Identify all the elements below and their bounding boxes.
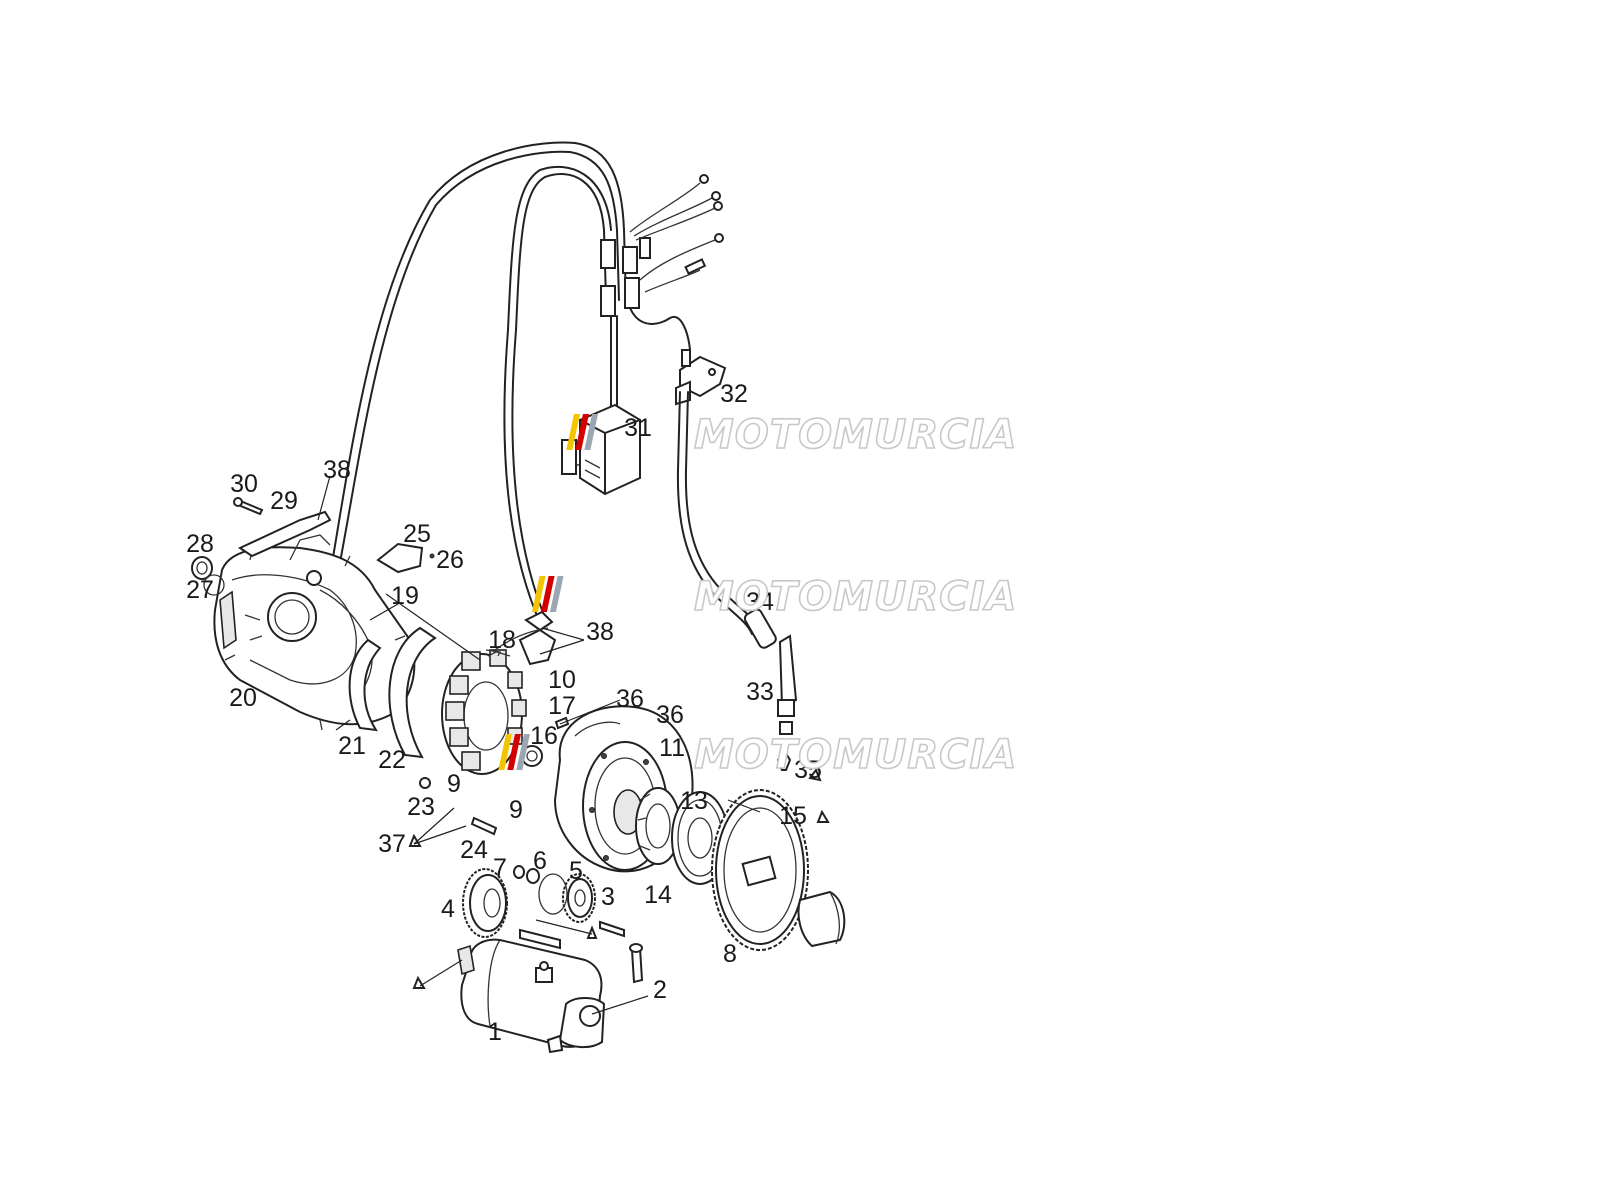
wiring-harness bbox=[329, 141, 724, 626]
part-callout-c32: 32 bbox=[720, 380, 748, 408]
part-callout-c1: 1 bbox=[488, 1018, 502, 1046]
part-callout-c30: 30 bbox=[230, 470, 258, 498]
gasket bbox=[348, 626, 437, 759]
part-callout-c17: 17 bbox=[548, 692, 576, 720]
part-callout-c13: 13 bbox=[680, 787, 708, 815]
watermark-stripe bbox=[540, 576, 555, 612]
watermark-stripe bbox=[566, 414, 581, 450]
part-callout-c9a: 9 bbox=[447, 770, 461, 798]
part-callout-c19: 19 bbox=[391, 582, 419, 610]
part-callout-c37: 37 bbox=[378, 830, 406, 858]
part-callout-c20: 20 bbox=[229, 684, 257, 712]
crankshaft-end bbox=[797, 890, 846, 948]
part-callout-c4: 4 bbox=[441, 895, 455, 923]
watermark-logo: MOTOMURCIA bbox=[566, 411, 1017, 459]
watermark-logo: MOTOMURCIA bbox=[531, 573, 1017, 621]
part-callout-c31: 31 bbox=[624, 414, 652, 442]
watermark-text: MOTOMURCIA bbox=[694, 574, 1017, 620]
watermark-stripe bbox=[516, 734, 530, 770]
part-callout-c5: 5 bbox=[569, 857, 583, 885]
part-callout-c6: 6 bbox=[533, 847, 547, 875]
starter-motor bbox=[412, 938, 644, 1054]
cover-plate bbox=[376, 542, 435, 574]
part-callout-c16: 16 bbox=[530, 722, 558, 750]
reduction-gears bbox=[462, 865, 625, 950]
part-callout-c7: 7 bbox=[493, 854, 507, 882]
connector-block bbox=[600, 285, 616, 317]
mounting-bracket bbox=[233, 497, 332, 558]
oil-seal bbox=[191, 556, 225, 596]
part-callout-c10: 10 bbox=[548, 666, 576, 694]
part-callout-c21: 21 bbox=[338, 732, 366, 760]
spark-plug-cap bbox=[743, 608, 777, 649]
ignition-coil-assembly bbox=[675, 349, 822, 782]
part-callout-c3: 3 bbox=[601, 883, 615, 911]
part-callout-c27: 27 bbox=[186, 576, 214, 604]
watermark-stripe bbox=[531, 576, 546, 612]
watermark-text: MOTOMURCIA bbox=[694, 732, 1017, 778]
connector-block bbox=[624, 277, 640, 309]
watermark-stripe bbox=[507, 734, 521, 770]
watermark-stripe bbox=[584, 414, 599, 450]
watermark: MOTOMURCIA MOTOMURCIA MOTOMURCIA bbox=[498, 411, 1017, 779]
watermark-stripe bbox=[549, 576, 564, 612]
watermark-logo: MOTOMURCIA bbox=[498, 731, 1017, 779]
part-callout-c38b: 38 bbox=[586, 618, 614, 646]
part-callout-c34: 34 bbox=[746, 588, 774, 616]
watermark-text: MOTOMURCIA bbox=[694, 412, 1017, 458]
part-callout-c25: 25 bbox=[403, 520, 431, 548]
part-callout-c26: 26 bbox=[436, 546, 464, 574]
fasteners bbox=[408, 777, 498, 847]
part-callout-c8: 8 bbox=[723, 940, 737, 968]
part-callout-c2: 2 bbox=[653, 976, 667, 1004]
watermark-stripe bbox=[498, 734, 512, 770]
starter-ring-gear bbox=[711, 789, 830, 951]
watermark-stripe bbox=[575, 414, 590, 450]
part-callout-c18: 18 bbox=[488, 626, 516, 654]
part-callout-c33: 33 bbox=[746, 678, 774, 706]
part-callout-c38a: 38 bbox=[323, 456, 351, 484]
part-callout-c36a: 36 bbox=[616, 685, 644, 713]
connector-block bbox=[600, 239, 616, 269]
part-callout-c29: 29 bbox=[270, 487, 298, 515]
part-callout-c28: 28 bbox=[186, 530, 214, 558]
part-callout-c24: 24 bbox=[460, 836, 488, 864]
part-callout-c15: 15 bbox=[779, 802, 807, 830]
part-callout-c23: 23 bbox=[407, 793, 435, 821]
part-callout-c9b: 9 bbox=[509, 796, 523, 824]
part-callout-c11: 11 bbox=[659, 734, 685, 762]
part-callout-c36b: 36 bbox=[656, 701, 684, 729]
part-callout-c22: 22 bbox=[378, 746, 406, 774]
connector-block bbox=[622, 246, 638, 274]
part-callout-c35: 35 bbox=[794, 756, 822, 784]
part-callout-c14: 14 bbox=[644, 881, 672, 909]
leader-lines bbox=[317, 475, 761, 1015]
